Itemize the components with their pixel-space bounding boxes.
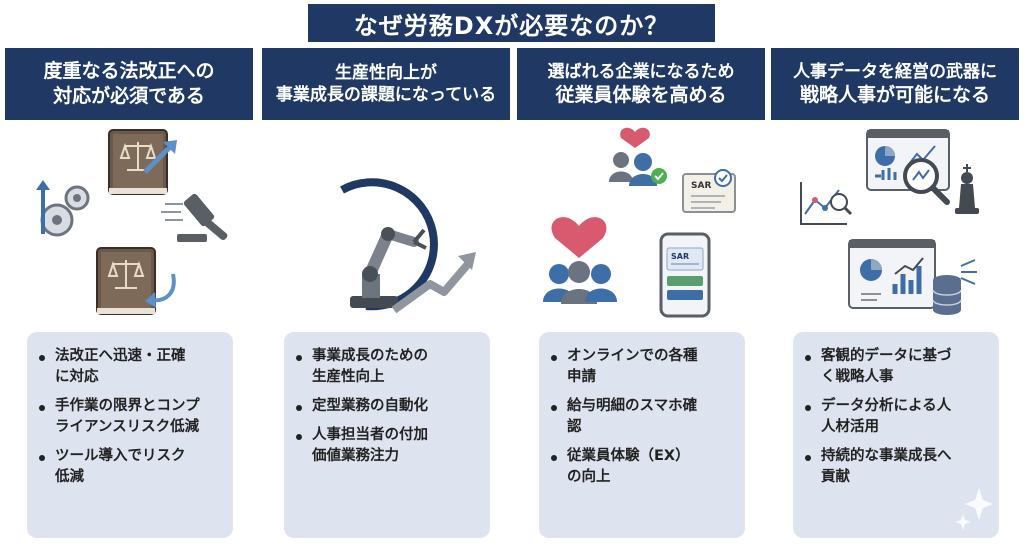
gears-icon — [36, 180, 90, 237]
team-heart-icon — [609, 127, 667, 186]
list-item: 従業員体験（EX）の向上 — [551, 446, 739, 488]
sparkle-icon — [955, 488, 993, 530]
bullet-panel: 客観的データに基づく戦略人事 データ分析による人人材活用 持続的な事業成長へ貢献 — [793, 332, 999, 538]
line-chart-icon — [800, 182, 853, 225]
chess-king-icon — [955, 164, 979, 214]
list-item: データ分析による人人材活用 — [805, 396, 993, 438]
bullet-panel: 事業成長のための生産性向上 定型業務の自動化 人事担当者の付加価値業務注力 — [284, 332, 490, 538]
legal-illustration — [36, 129, 228, 315]
cycle-arrow-icon — [340, 178, 438, 311]
column-employee-experience: 選ばれる企業になるため 従業員体験を高める SAR — [517, 48, 765, 543]
list-item: 人事担当者の付加価値業務注力 — [296, 425, 484, 467]
list-item: 持続的な事業成長へ貢献 — [805, 446, 993, 488]
robot-arm-icon — [350, 227, 427, 308]
data-illustration — [800, 129, 979, 315]
page-title: なぜ労務DXが必要なのか？ — [308, 4, 715, 42]
database-icon — [932, 259, 977, 315]
column-header: 人事データを経営の武器に 戦略人事が可能になる — [771, 48, 1019, 120]
list-item: 事業成長のための生産性向上 — [296, 346, 484, 388]
gavel-icon — [161, 193, 228, 242]
heart-people-icon — [543, 217, 617, 304]
list-item: 手作業の限界とコンプライアンスリスク低減 — [39, 396, 227, 438]
list-item: 給与明細のスマホ確認 — [551, 396, 739, 438]
growth-arrow-icon — [391, 252, 476, 314]
list-item: 定型業務の自動化 — [296, 396, 484, 417]
ex-illustration: SAR SAR — [543, 127, 736, 318]
svg-text:SAR: SAR — [691, 181, 711, 191]
list-item: 客観的データに基づく戦略人事 — [805, 346, 993, 388]
list-item: ツール導入でリスク低減 — [39, 446, 227, 488]
list-item: 法改正へ迅速・正確に対応 — [39, 346, 227, 388]
svg-text:SAR: SAR — [671, 252, 689, 261]
bullet-panel: 法改正へ迅速・正確に対応 手作業の限界とコンプライアンスリスク低減 ツール導入で… — [27, 332, 233, 538]
document-icon: SAR — [682, 169, 736, 213]
arrow-up-right-icon — [143, 140, 177, 174]
smartphone-icon: SAR — [659, 232, 711, 318]
column-legal: 度重なる法改正への 対応が必須である — [5, 48, 253, 543]
analytics-monitor-icon — [848, 239, 936, 309]
list-item: オンラインでの各種申請 — [551, 346, 739, 388]
productivity-illustration — [340, 178, 476, 314]
column-productivity: 生産性向上が 事業成長の課題になっている 事業成長のための生産性向上 定型業務の… — [262, 48, 510, 543]
column-header: 度重なる法改正への 対応が必須である — [5, 48, 253, 120]
law-book-icon — [96, 247, 176, 315]
column-strategic-hr: 人事データを経営の武器に 戦略人事が可能になる — [771, 48, 1019, 543]
column-header: 選ばれる企業になるため 従業員体験を高める — [517, 48, 765, 120]
column-header: 生産性向上が 事業成長の課題になっている — [262, 48, 510, 120]
bullet-panel: オンラインでの各種申請 給与明細のスマホ確認 従業員体験（EX）の向上 — [539, 332, 745, 538]
magnifier-icon — [903, 158, 950, 205]
